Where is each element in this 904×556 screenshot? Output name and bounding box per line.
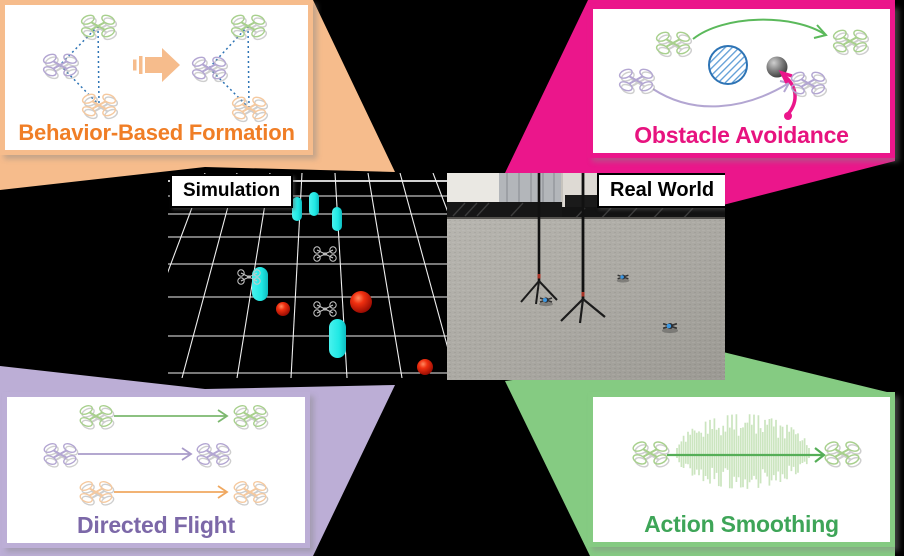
drone-icon [80, 14, 118, 42]
real-world-view: Real World [447, 173, 725, 380]
drone-icon [81, 93, 119, 121]
transition-arrow-icon [133, 48, 180, 82]
drone-icon [230, 14, 268, 42]
obstacle-title: Obstacle Avoidance [634, 122, 849, 148]
drone-icon [191, 56, 229, 84]
drone-icon [233, 480, 269, 507]
directed-flight-diagram [7, 397, 305, 543]
smoothing-arrow [667, 447, 826, 463]
tripod-right [560, 173, 606, 324]
panel-directed-flight: Directed Flight [2, 392, 310, 548]
green-avoid-path [692, 18, 828, 40]
simulation-view: Simulation [168, 173, 447, 378]
drone-icon [790, 71, 828, 99]
drone-icon [43, 442, 79, 469]
drone-icon [632, 440, 670, 468]
cyan-obstacle-pillars [252, 192, 346, 358]
drone-icon [196, 442, 232, 469]
drone-icon [79, 404, 115, 431]
purple-avoid-path [652, 80, 791, 108]
drone-icon [42, 53, 80, 81]
real-world-photo [447, 173, 725, 380]
drone-icon [655, 31, 693, 59]
drone-icon [618, 68, 656, 96]
drone-icon [824, 440, 862, 468]
panel-obstacle-avoidance: Obstacle Avoidance [588, 4, 895, 158]
formation-diagram [5, 5, 308, 150]
flight-arrows [78, 409, 229, 499]
red-target-spheres [276, 291, 433, 375]
panel-action-smoothing: Action Smoothing [588, 392, 895, 547]
formation-title: Behavior-Based Formation [18, 120, 295, 145]
drone-icon [79, 480, 115, 507]
drone-icon [832, 29, 870, 57]
hatched-obstacle-icon [708, 45, 748, 85]
action-smoothing-diagram [593, 414, 890, 489]
panel-behavior-based-formation: Behavior-Based Formation [0, 0, 313, 155]
tripod-left [520, 173, 558, 305]
drone-icon [233, 404, 269, 431]
real-world-label: Real World [597, 173, 725, 208]
simulation-label: Simulation [170, 174, 294, 208]
noisy-action-waveform [676, 414, 810, 489]
smoothing-title: Action Smoothing [644, 511, 839, 537]
directed-title: Directed Flight [76, 512, 235, 538]
obstacle-diagram [593, 18, 890, 120]
